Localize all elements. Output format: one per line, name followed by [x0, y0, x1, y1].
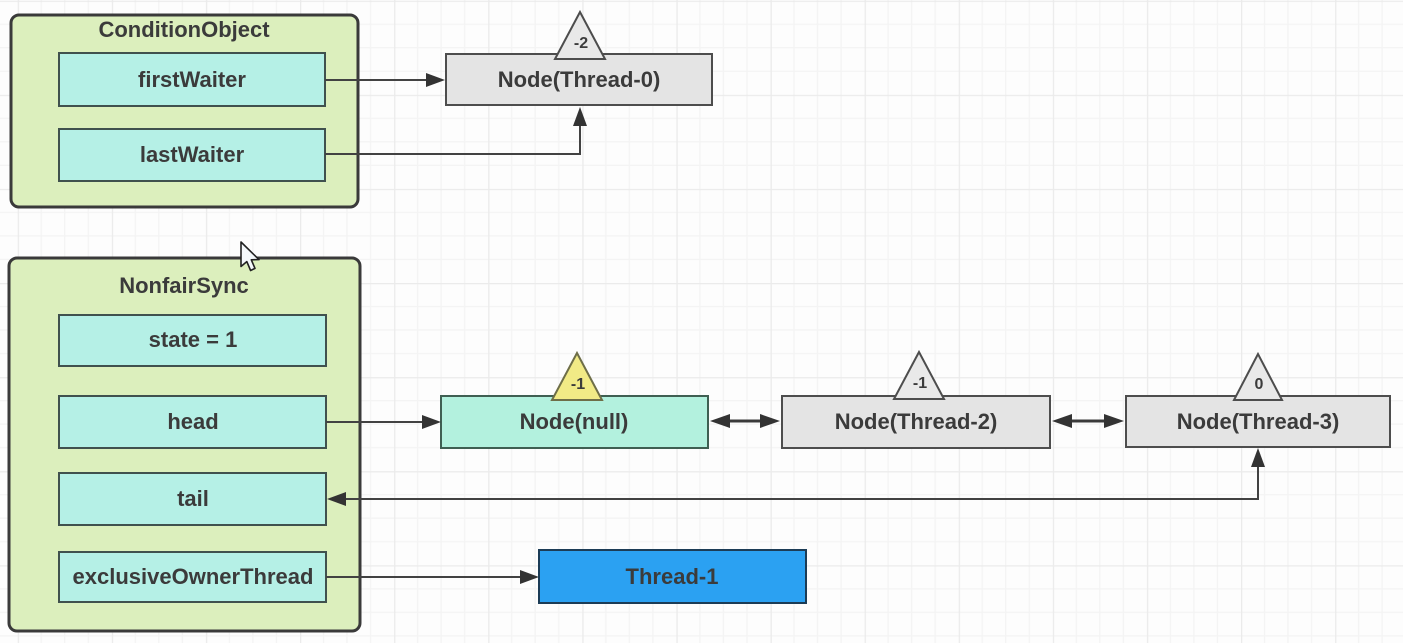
- svg-text:Node(null): Node(null): [520, 409, 629, 434]
- svg-text:head: head: [167, 409, 218, 434]
- svg-text:0: 0: [1255, 376, 1264, 393]
- svg-text:firstWaiter: firstWaiter: [138, 67, 246, 92]
- svg-text:exclusiveOwnerThread: exclusiveOwnerThread: [73, 564, 314, 589]
- svg-text:-1: -1: [571, 376, 585, 393]
- svg-text:Node(Thread-0): Node(Thread-0): [498, 67, 661, 92]
- svg-text:Thread-1: Thread-1: [626, 564, 719, 589]
- svg-text:-2: -2: [574, 35, 588, 52]
- svg-text:-1: -1: [913, 375, 927, 392]
- svg-text:lastWaiter: lastWaiter: [140, 142, 245, 167]
- svg-text:tail: tail: [177, 486, 209, 511]
- svg-text:ConditionObject: ConditionObject: [98, 17, 270, 42]
- svg-text:Node(Thread-2): Node(Thread-2): [835, 409, 998, 434]
- svg-text:NonfairSync: NonfairSync: [119, 273, 249, 298]
- svg-text:Node(Thread-3): Node(Thread-3): [1177, 409, 1340, 434]
- svg-text:state = 1: state = 1: [149, 327, 238, 352]
